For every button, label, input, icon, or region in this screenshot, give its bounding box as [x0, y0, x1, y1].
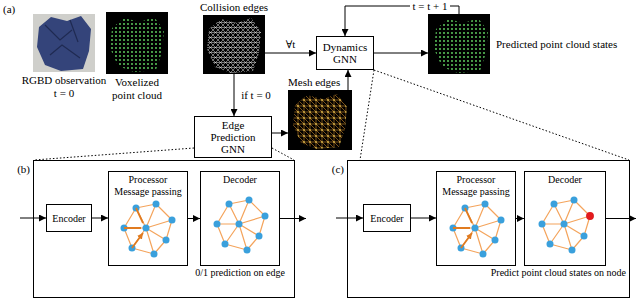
node-label: Predicted point cloud states [496, 38, 617, 51]
node-label: Voxelized point cloud [105, 76, 169, 101]
connector [411, 218, 436, 219]
node-label: t = 0 [22, 87, 107, 100]
node-label: Encoder [370, 213, 403, 224]
encoder-box: Encoder [363, 204, 411, 232]
label-group: Predicted point cloud states [496, 38, 617, 51]
node-label: Decoder [527, 174, 603, 186]
node-label: 0/1 prediction on edge [195, 267, 285, 279]
detail-panel: (c)EncoderProcessor Message passingDecod… [347, 160, 630, 298]
node-label: (b) [17, 163, 30, 176]
label-group: Predict point cloud states on node [491, 267, 626, 279]
collision-edges-image: Collision edges [203, 15, 265, 74]
connector [348, 70, 349, 90]
predicted-node [586, 212, 594, 220]
node-label: Mesh edges [288, 76, 340, 89]
point-cloud-image: Voxelized point cloud [106, 12, 168, 74]
edge-label: t = t + 1 [410, 0, 449, 13]
node-label: Edge Prediction GNN [198, 119, 268, 155]
edge-label: if t = 0 [241, 89, 271, 102]
point-cloud [434, 18, 488, 73]
connector [234, 74, 235, 116]
photo-ground [33, 14, 95, 72]
image-ground [428, 14, 490, 74]
node-label: Dynamics GNN [320, 41, 370, 65]
zoom-lines [34, 70, 629, 160]
predicted-states-image: Predicted point cloud states [428, 14, 490, 74]
connector [92, 218, 108, 219]
label-group: (b) [17, 163, 30, 176]
node-label: Encoder [52, 213, 85, 224]
decoder-box: DecoderPredict point cloud states on nod… [524, 171, 606, 266]
connector [374, 53, 428, 54]
graph-icon [450, 201, 505, 258]
label-group: Collision edges [200, 1, 268, 14]
mesh-edges-image: Mesh edges [288, 90, 352, 150]
label-group: 0/1 prediction on edge [195, 267, 285, 279]
connector [265, 53, 316, 54]
decoder-box: Decoder0/1 prediction on edge [200, 171, 280, 266]
label-group: (c) [332, 163, 344, 176]
processor-box: Processor Message passing [108, 171, 188, 266]
processor-box: Processor Message passing [436, 171, 516, 266]
process-box: Dynamics GNN [316, 36, 374, 70]
message-arrows [124, 208, 143, 248]
connector [272, 133, 288, 134]
image-ground [288, 90, 352, 150]
mesh-edges [293, 94, 347, 149]
node-label: RGBD observation [22, 74, 107, 87]
encoder-box: Encoder [46, 204, 92, 232]
message-arrows [453, 208, 472, 248]
cloth-photo [37, 16, 91, 71]
image-ground [106, 12, 168, 74]
rgbd-photo: RGBD observationt = 0 [33, 14, 95, 72]
collision-mesh [207, 18, 261, 73]
node-label: Predict point cloud states on node [491, 267, 626, 279]
connector [516, 218, 524, 219]
node-label: Decoder [203, 174, 277, 186]
node-label: Collision edges [200, 1, 268, 14]
process-box: Edge Prediction GNN [194, 116, 272, 158]
graph-icon [214, 197, 269, 254]
cloth-folds [45, 20, 80, 58]
label-group: Mesh edges [288, 76, 340, 89]
detail-panel: (b)EncoderProcessor Message passingDecod… [33, 160, 295, 298]
label-group: Voxelized point cloud [105, 76, 169, 101]
point-cloud [110, 17, 164, 72]
edge-label: ∀t [286, 38, 296, 51]
node-label: (c) [332, 163, 344, 176]
node-label: Processor Message passing [111, 174, 185, 197]
panel-label: (a) [3, 3, 15, 16]
connector [188, 218, 200, 219]
graph-icon [121, 201, 176, 258]
node-label: Processor Message passing [439, 174, 513, 197]
label-group: RGBD observationt = 0 [22, 74, 107, 99]
graph-icon [539, 197, 594, 254]
flow-arrows [20, 218, 636, 220]
image-ground [203, 15, 265, 74]
